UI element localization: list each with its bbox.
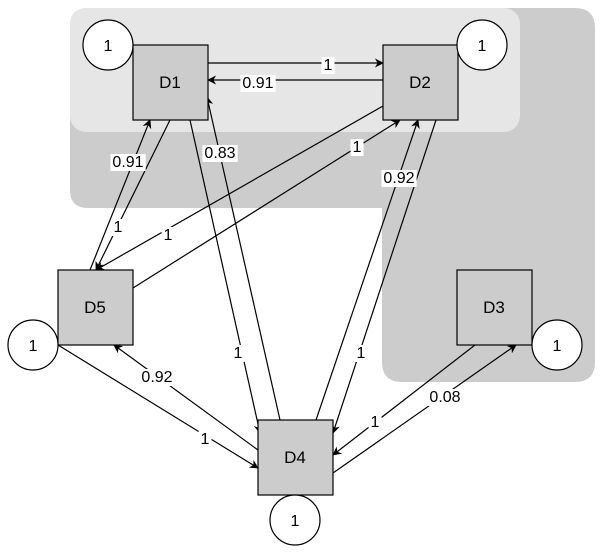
edge-label-d4-d3-bg — [427, 389, 463, 406]
nodes-layer: D1 D2 D3 D4 D5 — [57, 44, 533, 496]
node-d4 — [257, 419, 334, 496]
edge-d3-d4 — [332, 344, 476, 456]
edge-d5-d1 — [89, 119, 152, 271]
edge-d4-d3 — [332, 344, 517, 474]
node-d5-label: D5 — [84, 298, 106, 317]
node-d1 — [132, 44, 209, 121]
self-loop-d3 — [531, 319, 583, 371]
node-d3 — [456, 269, 533, 346]
edge-d4-d5 — [113, 344, 259, 451]
edge-d2-d4 — [331, 119, 437, 434]
edge-label-d2-d5: 1 — [164, 227, 173, 244]
self-loops-layer: 1 1 1 1 1 — [7, 19, 583, 546]
edge-d2-d5 — [95, 101, 391, 271]
node-d4-label: D4 — [284, 448, 306, 467]
edge-label-d4-d5: 0.92 — [141, 369, 172, 386]
node-d3-label: D3 — [483, 298, 505, 317]
edge-label-d1-d2-bg — [321, 57, 335, 74]
edge-label-d5-d2: 1 — [353, 139, 362, 156]
edge-label-d2-d1: 0.91 — [242, 75, 273, 92]
edge-label-d3-d4: 1 — [371, 414, 380, 431]
self-loop-d1 — [82, 19, 134, 71]
edge-d5-d4 — [57, 344, 259, 469]
edge-label-d1-d2: 1 — [324, 57, 333, 74]
edge-label-d4-d5-bg — [139, 369, 175, 386]
edge-label-d1-d5: 1 — [114, 219, 123, 236]
self-loop-d2 — [456, 19, 508, 71]
edge-label-d2-d4: 1 — [357, 345, 366, 362]
self-loop-d4 — [269, 494, 321, 546]
edges-layer: 1 0.91 0.91 1 1 0.83 1 1 0.92 1 1 0.92 0.08 1 — [57, 57, 517, 474]
edge-label-d4-d3: 0.08 — [429, 389, 460, 406]
node-d2-label: D2 — [409, 73, 431, 92]
edge-label-d5-d2-bg — [350, 139, 364, 156]
edge-label-d4-d2: 0.92 — [383, 170, 414, 187]
edge-label-d1-d5-bg — [111, 219, 125, 236]
edge-label-d1-d4: 1 — [234, 345, 243, 362]
node-d1-label: D1 — [159, 73, 181, 92]
self-loop-d1-label: 1 — [104, 38, 113, 55]
edge-label-d4-d2-bg — [381, 170, 417, 187]
self-loop-d5 — [7, 319, 59, 371]
self-loop-d2-label: 1 — [478, 38, 487, 55]
self-loop-d3-label: 1 — [553, 338, 562, 355]
self-loop-d4-label: 1 — [291, 513, 300, 530]
edge-label-d4-d1: 0.83 — [204, 145, 235, 162]
edge-label-d1-d4-bg — [231, 345, 245, 362]
edge-label-d5-d4: 1 — [201, 431, 210, 448]
edge-label-d2-d5-bg — [161, 227, 175, 244]
edge-d1-d4 — [189, 119, 263, 434]
node-d5 — [57, 269, 134, 346]
edge-label-d5-d4-bg — [198, 431, 212, 448]
edge-label-d5-d1-bg — [110, 154, 146, 171]
node-d2 — [382, 44, 459, 121]
edge-label-d2-d4-bg — [354, 345, 368, 362]
edge-label-d2-d1-bg — [240, 75, 276, 92]
edge-label-d3-d4-bg — [368, 414, 382, 431]
self-loop-d5-label: 1 — [29, 338, 38, 355]
edge-label-d5-d1: 0.91 — [112, 154, 143, 171]
edge-label-d4-d1-bg — [202, 145, 238, 162]
edge-d1-d5 — [95, 119, 171, 271]
